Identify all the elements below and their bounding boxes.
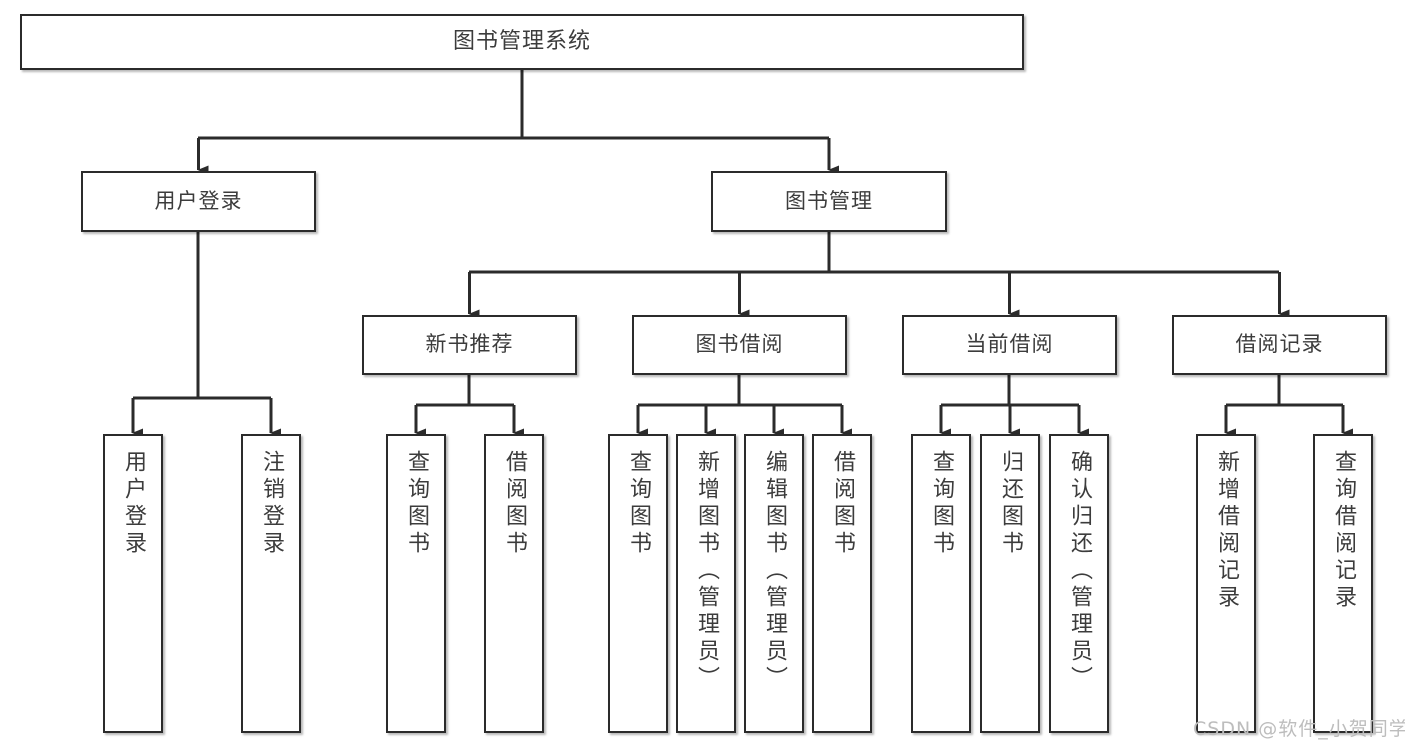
node-leaf-query-book-1[interactable]: 查询图书 [386, 434, 446, 733]
node-label-leaf-borrow-book-1: 借阅图书 [502, 450, 527, 558]
node-book-manage[interactable]: 图书管理 [711, 171, 947, 232]
node-label-leaf-logout: 注销登录 [259, 450, 284, 558]
node-leaf-add-book[interactable]: 新增图书（管理员） [676, 434, 736, 733]
node-label-new-book-rec: 新书推荐 [425, 332, 514, 357]
node-leaf-return-book[interactable]: 归还图书 [980, 434, 1040, 733]
node-user-login[interactable]: 用户登录 [81, 171, 316, 232]
node-label-root: 图书管理系统 [452, 28, 591, 54]
node-label-user-login: 用户登录 [154, 188, 243, 213]
node-label-leaf-query-record: 查询借阅记录 [1331, 450, 1356, 612]
node-label-book-manage: 图书管理 [785, 188, 873, 213]
node-label-leaf-edit-book: 编辑图书（管理员） [762, 450, 787, 693]
node-leaf-query-record[interactable]: 查询借阅记录 [1313, 434, 1373, 733]
node-book-borrow[interactable]: 图书借阅 [632, 315, 847, 375]
node-new-book-rec[interactable]: 新书推荐 [362, 315, 577, 375]
node-current-borrow[interactable]: 当前借阅 [902, 315, 1117, 375]
node-label-leaf-confirm-return: 确认归还（管理员） [1067, 450, 1092, 693]
node-label-book-borrow: 图书借阅 [695, 332, 784, 357]
node-label-leaf-add-record: 新增借阅记录 [1214, 450, 1239, 612]
node-label-leaf-query-book-1: 查询图书 [404, 450, 429, 558]
node-label-leaf-query-book-3: 查询图书 [929, 450, 954, 558]
node-leaf-logout[interactable]: 注销登录 [241, 434, 301, 733]
node-leaf-user-login[interactable]: 用户登录 [103, 434, 163, 733]
node-leaf-edit-book[interactable]: 编辑图书（管理员） [744, 434, 804, 733]
node-label-borrow-record: 借阅记录 [1235, 332, 1324, 357]
node-label-leaf-return-book: 归还图书 [998, 450, 1023, 558]
node-label-current-borrow: 当前借阅 [965, 332, 1054, 357]
node-leaf-confirm-return[interactable]: 确认归还（管理员） [1049, 434, 1109, 733]
node-borrow-record[interactable]: 借阅记录 [1172, 315, 1387, 375]
node-leaf-borrow-book-2[interactable]: 借阅图书 [812, 434, 872, 733]
node-label-leaf-add-book: 新增图书（管理员） [694, 450, 719, 693]
node-leaf-query-book-2[interactable]: 查询图书 [608, 434, 668, 733]
node-leaf-add-record[interactable]: 新增借阅记录 [1196, 434, 1256, 733]
connector-lines [131, 70, 1353, 438]
node-label-leaf-query-book-2: 查询图书 [626, 450, 651, 558]
node-label-leaf-borrow-book-2: 借阅图书 [830, 450, 855, 558]
node-leaf-borrow-book-1[interactable]: 借阅图书 [484, 434, 544, 733]
node-root[interactable]: 图书管理系统 [20, 14, 1024, 70]
node-label-leaf-user-login: 用户登录 [121, 450, 146, 558]
node-leaf-query-book-3[interactable]: 查询图书 [911, 434, 971, 733]
